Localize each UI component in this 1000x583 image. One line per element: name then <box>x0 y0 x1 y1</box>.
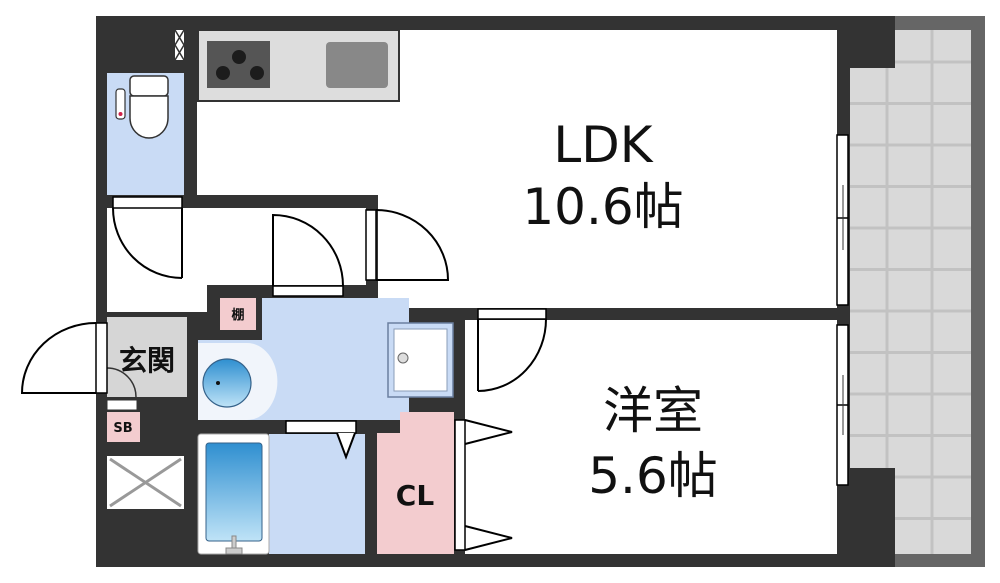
ldk-window[interactable] <box>836 134 849 306</box>
shoe-box-label: SB <box>113 421 132 436</box>
western-room-window[interactable] <box>836 324 849 486</box>
entrance-label: 玄関 <box>119 344 175 377</box>
front-door[interactable] <box>20 322 108 394</box>
western-room <box>465 320 837 554</box>
bathroom <box>197 433 365 555</box>
kitchen-counter <box>197 29 400 102</box>
pipe-space <box>107 456 184 509</box>
kitchen-sink <box>326 42 388 88</box>
washroom-door[interactable] <box>272 213 344 297</box>
ldk-door[interactable] <box>365 209 450 281</box>
shelf-label: 棚 <box>231 307 244 323</box>
wall-block-top-right <box>837 16 895 68</box>
balcony-tile-grid <box>850 30 971 554</box>
bathroom-door[interactable] <box>285 420 357 460</box>
stove <box>207 41 270 88</box>
washbasin <box>202 358 252 408</box>
entrance <box>107 317 187 397</box>
balcony <box>850 16 985 567</box>
western-room-label: 洋室 <box>603 382 703 440</box>
toilet-room <box>107 73 184 195</box>
closet-doors[interactable] <box>454 419 513 551</box>
ldk-size: 10.6帖 <box>522 178 683 236</box>
vent-icon <box>174 29 185 61</box>
shoe-box <box>107 412 140 442</box>
western-room-door[interactable] <box>477 308 547 392</box>
closet <box>377 412 454 554</box>
washroom <box>198 298 454 420</box>
hallway <box>107 208 366 312</box>
western-room-size: 5.6帖 <box>588 447 718 505</box>
toilet-door[interactable] <box>112 196 183 279</box>
closet-label: CL <box>396 479 435 512</box>
ldk-label: LDK <box>553 116 653 174</box>
shelf <box>220 298 256 330</box>
